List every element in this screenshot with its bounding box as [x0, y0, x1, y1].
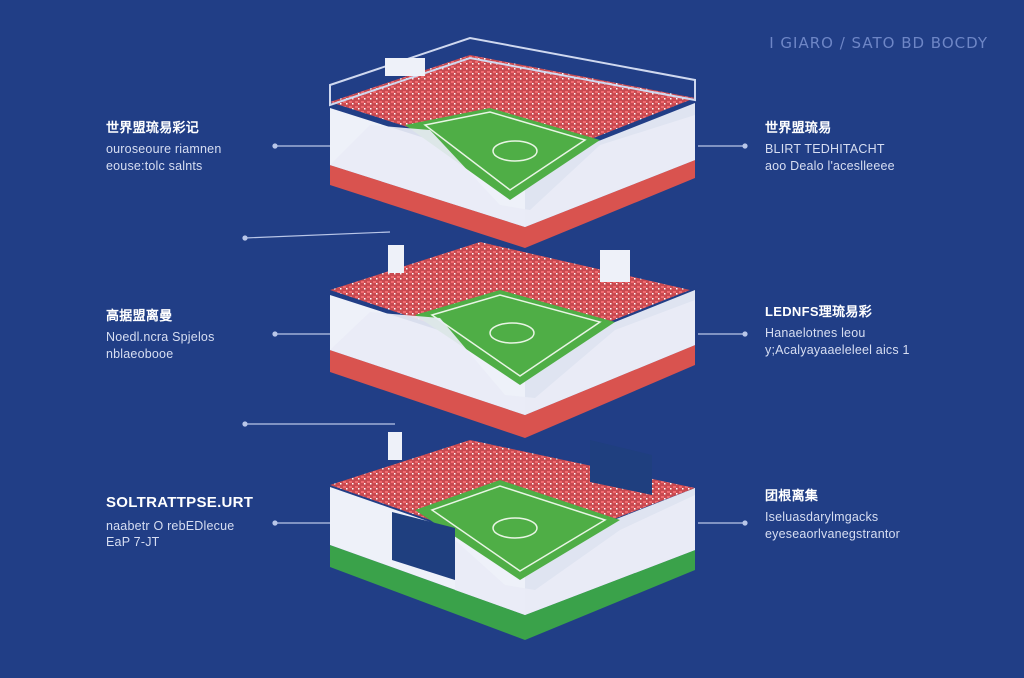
header-title: I GIARO / SATO BD BOCDY	[769, 34, 988, 52]
level-1-pitch	[405, 108, 600, 200]
connector-1-down	[244, 231, 391, 239]
level-2-base-band	[330, 345, 695, 438]
level-1-left-line-1: ouroseoure riamnen	[106, 142, 222, 157]
level-1-left-label: 世界盟琉易彩记 ouroseoure riamnen eouse:tolc sa…	[106, 120, 221, 176]
level-3-scoreboard-left	[392, 512, 455, 580]
level-1-left-title: 世界盟琉易彩记	[106, 120, 200, 135]
level-3-left-label: SOLTRATTPSE.URT naabetr O rebEDlecue EaP…	[106, 494, 253, 552]
level-3-right-title: 团根离集	[765, 488, 819, 503]
level-2-right-line-2: y;Acalyayaaeleleel aics 1	[765, 342, 910, 357]
level-3-right-line-2: eyeseaorlvanegstrantor	[765, 526, 901, 541]
level-1-scoreboard	[385, 58, 425, 76]
level-1-base-band	[330, 160, 695, 248]
level-2-right-title: LEDNFS理琉易彩	[765, 304, 872, 319]
level-2-right-label: LEDNFS理琉易彩 Hanaelotnes leou y;Acalyayaae…	[765, 304, 910, 360]
level-1-cutaway	[330, 115, 695, 227]
level-3-cutaway	[455, 495, 695, 615]
level-2-left-line-1: Noedl.ncra Spjelos	[106, 330, 215, 345]
level-1-right-title: 世界盟琉易	[765, 120, 832, 135]
level-2-scoreboard	[388, 245, 404, 273]
level-3-right-line-1: Iseluasdarylmgacks	[765, 510, 879, 525]
level-3-right-label: 团根离集 Iseluasdarylmgacks eyeseaorlvanegst…	[765, 488, 900, 544]
level-3-left-title: SOLTRATTPSE.URT	[106, 494, 254, 511]
stadium-level-2	[330, 242, 695, 438]
level-2-cutaway	[330, 300, 695, 415]
level-2-left-title: 高据盟离曼	[106, 308, 173, 323]
level-1-left-line-2: eouse:tolc salnts	[106, 158, 203, 173]
level-3-left-line-2: EaP 7-JT	[106, 535, 160, 550]
connector-lines	[242, 143, 748, 526]
level-2-right-line-1: Hanaelotnes leou	[765, 326, 866, 341]
level-2-left-label: 高据盟离曼 Noedl.ncra Spjelos nblaeobooe	[106, 308, 215, 364]
level-1-right-label: 世界盟琉易 BLIRT TEDHITACHT aoo Dealo l'acesl…	[765, 120, 895, 176]
stadium-level-1	[329, 36, 696, 248]
level-2-pitch	[415, 290, 615, 385]
level-3-base-band	[330, 545, 695, 640]
level-1-right-line-2: aoo Dealo l'aceslleeee	[765, 158, 895, 173]
level-3-pitch	[415, 480, 620, 580]
level-3-left-line-1: naabetr O rebEDlecue	[106, 518, 235, 533]
level-1-roof	[329, 36, 696, 107]
level-3-scoreboard-right	[590, 440, 652, 495]
level-2-left-line-2: nblaeobooe	[106, 346, 174, 361]
stadium-level-3	[330, 432, 695, 640]
level-1-right-line-1: BLIRT TEDHITACHT	[765, 142, 885, 157]
